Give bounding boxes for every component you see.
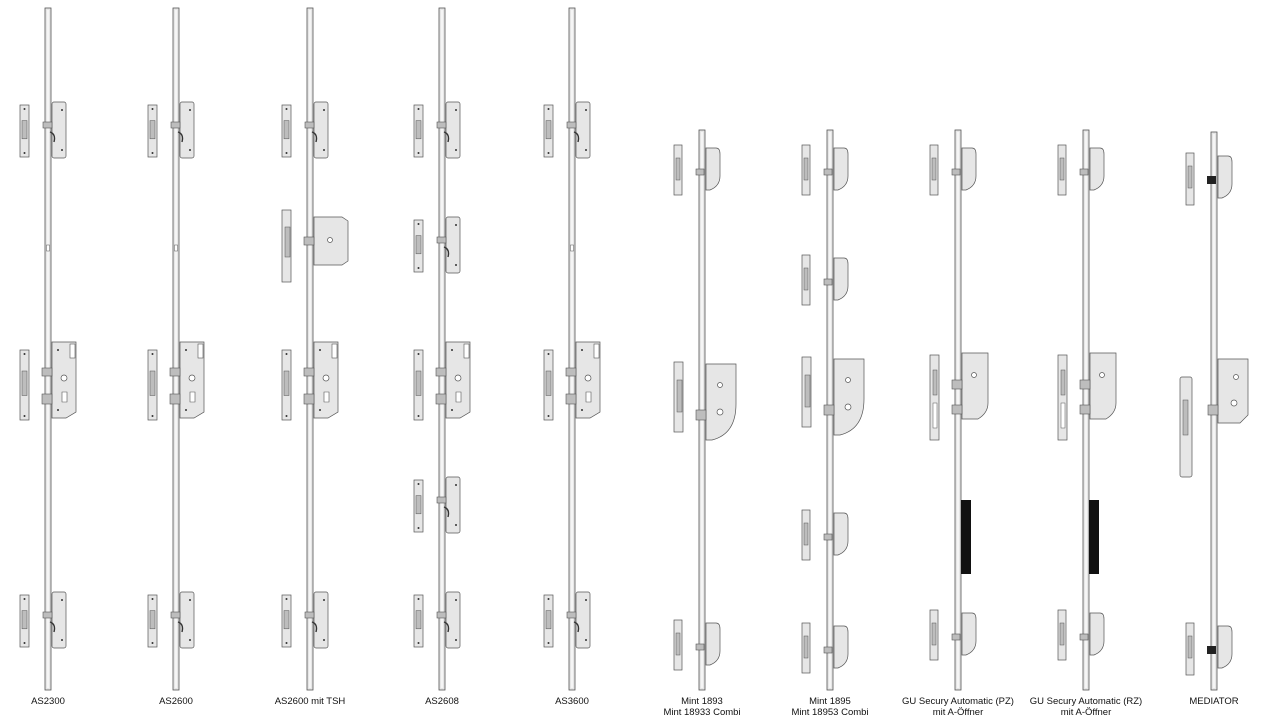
- caption-line: GU Secury Automatic (PZ): [902, 696, 1014, 707]
- lock-gu-secury-rz: [1057, 129, 1117, 691]
- caption-line: Mint 18933 Combi: [663, 707, 741, 718]
- lock-gu-secury-pz: [929, 129, 989, 691]
- lock-as2300: [19, 7, 77, 691]
- caption-line: mit A-Öffner: [932, 707, 984, 718]
- caption-line: AS2600: [159, 696, 193, 707]
- lock-as2608: [413, 7, 471, 691]
- caption-line: Mint 1893: [681, 696, 723, 707]
- caption-as2600-tsh: AS2600 mit TSH: [235, 696, 385, 707]
- caption-line: mit A-Öffner: [1060, 707, 1112, 718]
- lock-as3600: [543, 7, 601, 691]
- lock-as2600-tsh: [281, 7, 349, 691]
- caption-line: Mint 1895: [809, 696, 851, 707]
- caption-as2600: AS2600: [101, 696, 251, 707]
- caption-line: MEDIATOR: [1189, 696, 1239, 707]
- caption-gu-secury-rz: GU Secury Automatic (RZ)mit A-Öffner: [1011, 696, 1161, 718]
- caption-line: AS2608: [425, 696, 459, 707]
- lock-as2600: [147, 7, 205, 691]
- caption-as3600: AS3600: [497, 696, 647, 707]
- caption-as2300: AS2300: [0, 696, 123, 707]
- lock-mint-1895: [801, 129, 865, 691]
- caption-line: GU Secury Automatic (RZ): [1029, 696, 1143, 707]
- lock-mint-1893: [673, 129, 737, 691]
- caption-gu-secury-pz: GU Secury Automatic (PZ)mit A-Öffner: [883, 696, 1033, 718]
- lock-mediator: [1179, 131, 1249, 691]
- caption-line: AS3600: [555, 696, 589, 707]
- caption-line: AS2300: [31, 696, 65, 707]
- caption-as2608: AS2608: [367, 696, 517, 707]
- caption-line: AS2600 mit TSH: [274, 696, 346, 707]
- caption-line: Mint 18953 Combi: [791, 707, 869, 718]
- caption-mediator: MEDIATOR: [1139, 696, 1280, 707]
